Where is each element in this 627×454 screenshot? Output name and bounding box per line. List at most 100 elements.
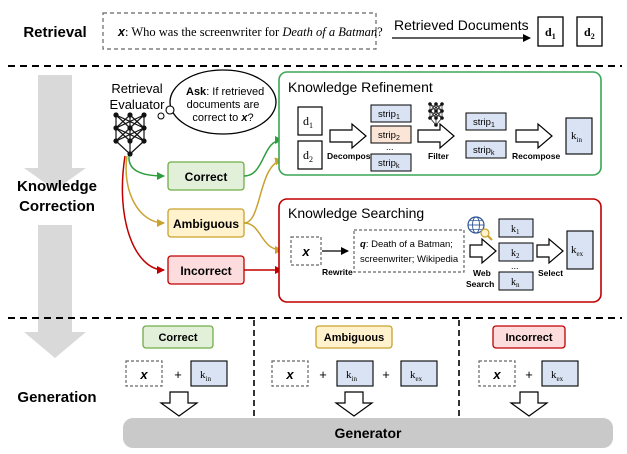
gen-correct-x <box>125 360 163 387</box>
filtered-strip-k-label: stripk <box>473 145 495 157</box>
gen-incorrect-x-label: x <box>492 367 501 382</box>
web-search-label-line2: Search <box>466 279 494 289</box>
search-result-dots: ... <box>511 261 519 271</box>
stage-flow-arrow <box>24 75 86 358</box>
select-arrow <box>536 237 564 265</box>
decompose-label: Decompose <box>327 151 375 161</box>
decompose-arrow <box>329 122 367 150</box>
judgment-correct-label: Correct <box>185 170 228 184</box>
web-search-arrow <box>469 237 497 265</box>
branch-correct <box>128 155 165 180</box>
judgment-incorrect-label: Incorrect <box>180 264 231 278</box>
query-box <box>102 12 377 50</box>
gen-correct-kin-label: kin <box>200 369 211 383</box>
gen-ambiguous-x-label: x <box>285 367 294 382</box>
refine-doc-2-label: d2 <box>303 148 313 164</box>
neural-network-icon <box>113 112 147 157</box>
filtered-strip-1 <box>465 112 507 131</box>
globe-search-icon <box>467 216 493 241</box>
filter-label: Filter <box>428 151 449 161</box>
gen-incorrect-arrow <box>509 391 549 417</box>
route-ambiguous-down <box>243 222 283 254</box>
retrieved-doc-2-label: d2 <box>584 25 595 41</box>
gen-incorrect-kex <box>541 360 579 387</box>
branch-ambiguous <box>125 155 165 227</box>
stage-retrieval: Retrieval <box>23 24 86 41</box>
recompose-arrow <box>515 122 553 150</box>
gen-correct-badge <box>142 325 214 349</box>
refine-doc-2 <box>297 140 323 170</box>
refine-doc-1 <box>297 106 323 136</box>
filter-network-icon <box>428 102 444 127</box>
gen-ambiguous-x <box>271 360 309 387</box>
stage-correction-line1: Knowledge <box>17 178 97 195</box>
gen-correct-x-label: x <box>139 367 148 382</box>
gen-ambiguous-kin-label: kin <box>346 369 357 383</box>
route-correct <box>243 136 283 177</box>
stage-generation: Generation <box>17 389 96 406</box>
k-ex-label: kex <box>571 244 584 258</box>
gen-ambiguous-plus-1: + <box>319 367 327 382</box>
k-in-label: kin <box>571 130 582 144</box>
gen-ambiguous-plus-2: + <box>382 367 390 382</box>
rewritten-query-line2: screenwriter; Wikipedia <box>360 254 459 265</box>
filtered-strip-1-label: strip1 <box>473 117 495 129</box>
k-in-box <box>565 117 593 155</box>
gen-correct-plus: + <box>174 367 182 382</box>
k-ex-box <box>566 230 594 270</box>
generator-bar <box>123 418 613 448</box>
strip-1-label: strip1 <box>378 109 400 121</box>
gen-incorrect-kex-label: kex <box>551 369 564 383</box>
gen-ambiguous-kin <box>336 360 374 387</box>
search-x-label: x <box>301 244 310 259</box>
gen-incorrect-label: Incorrect <box>505 332 552 344</box>
strip-2-label: strip2 <box>378 130 400 142</box>
search-result-kn <box>498 271 534 291</box>
filtered-strip-k <box>465 140 507 159</box>
gen-correct-label: Correct <box>158 332 197 344</box>
gen-ambiguous-arrow <box>334 391 374 417</box>
strip-2 <box>370 125 412 144</box>
knowledge-searching-title: Knowledge Searching <box>288 205 424 221</box>
filter-arrow <box>417 122 455 150</box>
recompose-label: Recompose <box>512 151 560 161</box>
retrieved-doc-1-label: d1 <box>545 25 556 41</box>
search-result-k2 <box>498 242 534 262</box>
stage-correction-line2: Correction <box>19 198 95 215</box>
search-result-k1 <box>498 218 534 238</box>
gen-ambiguous-kex-label: kex <box>410 369 423 383</box>
refine-doc-1-label: d1 <box>303 114 313 130</box>
evaluator-label-line2: Evaluator <box>110 97 166 112</box>
strip-k-label: stripk <box>378 158 400 170</box>
select-label: Select <box>538 268 563 278</box>
branch-incorrect <box>121 155 165 274</box>
gen-correct-kin <box>190 360 228 387</box>
knowledge-refinement-title: Knowledge Refinement <box>288 79 433 95</box>
search-result-k1-label: k1 <box>511 224 520 236</box>
retrieved-doc-2 <box>576 16 603 47</box>
strip-k <box>370 153 412 172</box>
svg-text:correct to x?: correct to x? <box>192 112 253 124</box>
search-result-kn-label: kn <box>511 277 520 289</box>
strip-dots: ... <box>386 142 394 152</box>
search-x-box <box>290 236 322 266</box>
gen-incorrect-x <box>478 360 516 387</box>
ask-thought-bubble: Ask: If retrieved documents are correct … <box>157 69 277 135</box>
gen-correct-arrow <box>159 391 199 417</box>
svg-text:documents are: documents are <box>187 99 260 111</box>
rewritten-query-box <box>353 229 465 273</box>
query-text: x: Who was the screenwriter for Death of… <box>117 25 383 39</box>
evaluator-label-line1: Retrieval <box>111 81 162 96</box>
gen-incorrect-plus: + <box>525 367 533 382</box>
retrieved-doc-1 <box>537 16 564 47</box>
retrieved-documents-label: Retrieved Documents <box>394 17 529 33</box>
gen-ambiguous-kex <box>400 360 438 387</box>
strip-1 <box>370 104 412 123</box>
rewritten-query-line1: q: Death of a Batman; <box>360 239 453 250</box>
rewrite-label: Rewrite <box>322 267 353 277</box>
web-search-label-line1: Web <box>473 268 491 278</box>
gen-incorrect-badge <box>492 325 566 349</box>
route-ambiguous-up <box>243 157 283 224</box>
svg-text:Ask: If retrieved: Ask: If retrieved <box>186 86 264 98</box>
